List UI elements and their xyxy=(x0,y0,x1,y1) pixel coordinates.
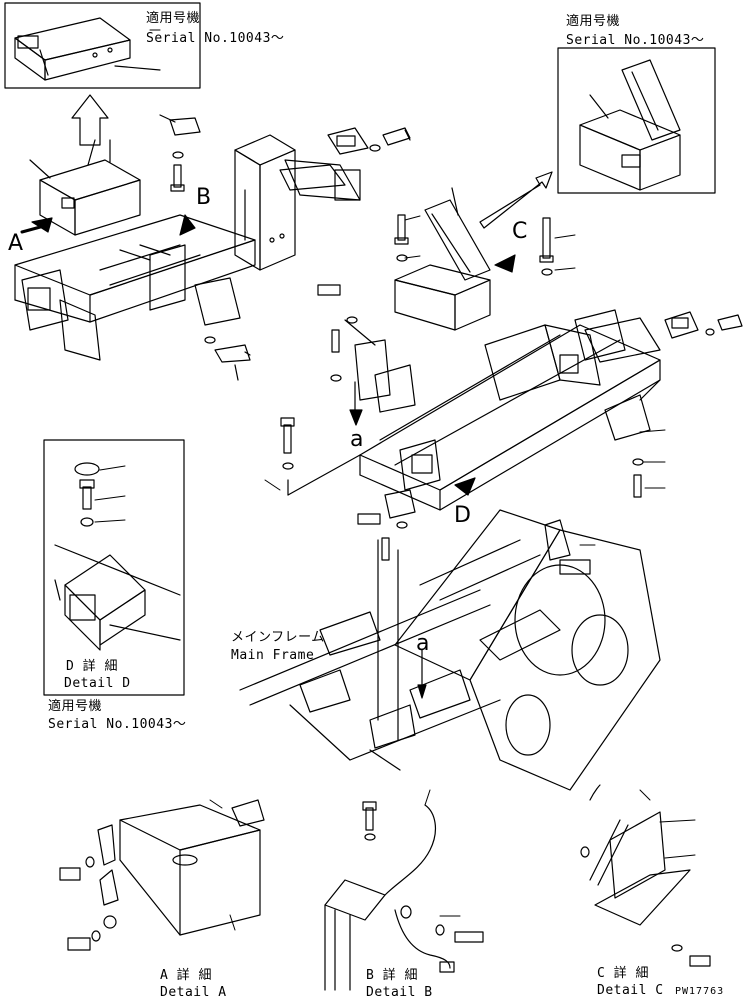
bracket-main-left xyxy=(317,284,416,426)
detail-c-drawing xyxy=(580,784,711,967)
lower-frame-structure xyxy=(239,509,661,791)
serial-label-top-right-en: Serial No.10043〜 xyxy=(566,33,705,48)
main-frame-label-en: Main Frame xyxy=(231,648,315,663)
bolt-group-left-center xyxy=(280,417,361,496)
serial-label-mid-left-jp: 適用号機 xyxy=(48,699,103,714)
serial-label-top-right-jp: 適用号機 xyxy=(566,14,621,29)
drawing-number: PW17763 xyxy=(675,986,725,997)
inset-controller-top-right xyxy=(557,47,716,194)
detail-c-label-jp: C 詳 細 xyxy=(597,966,649,981)
serial-label-top-left-jp: 適用号機 xyxy=(146,11,201,26)
bolt-group-top xyxy=(159,114,201,192)
detail-c-label-en: Detail C xyxy=(597,983,664,998)
ref-label-a-lower: a xyxy=(416,631,430,656)
view-label-c: C xyxy=(512,219,528,244)
view-label-b: B xyxy=(196,185,212,210)
controller-box-left xyxy=(29,139,141,236)
view-arrow-c-icon xyxy=(494,254,516,273)
view-label-d: D xyxy=(454,503,472,528)
arrow-up-icon xyxy=(71,94,109,146)
view-arrow-b-icon xyxy=(179,214,196,236)
view-arrow-a-icon xyxy=(20,217,53,234)
bolt-group-c xyxy=(394,214,554,276)
detail-a-label-en: Detail A xyxy=(160,985,227,1000)
frame-column-b xyxy=(234,134,361,271)
right-pads xyxy=(604,311,743,498)
controller-box-c xyxy=(394,187,491,331)
bracket-mid-left xyxy=(194,277,251,381)
serial-label-top-left-en: Serial No.10043〜 xyxy=(146,31,285,46)
detail-b-label-jp: B 詳 細 xyxy=(366,968,418,983)
view-label-a: A xyxy=(8,231,24,256)
detail-b-drawing xyxy=(324,801,484,991)
detail-b-label-en: Detail B xyxy=(366,985,433,1000)
frame-upper-left xyxy=(14,214,256,361)
inset-controller-top-left xyxy=(4,2,201,89)
main-frame-body xyxy=(359,309,661,519)
detail-a-drawing xyxy=(59,799,265,951)
arrow-to-inset-icon xyxy=(479,171,553,229)
ref-label-a-upper: a xyxy=(350,427,364,452)
serial-label-mid-left-en: Serial No.10043〜 xyxy=(48,717,187,732)
detail-d-label-jp: D 詳 細 xyxy=(66,659,118,674)
leader-lines xyxy=(357,513,427,741)
detail-a-label-jp: A 詳 細 xyxy=(160,968,212,983)
pad-top-center xyxy=(327,127,411,155)
detail-d-label-en: Detail D xyxy=(64,676,131,691)
view-arrow-d-icon xyxy=(454,477,476,496)
detail-d-box xyxy=(43,439,185,696)
callout-lines xyxy=(94,29,696,931)
main-frame-label-jp: メインフレーム xyxy=(231,630,325,645)
